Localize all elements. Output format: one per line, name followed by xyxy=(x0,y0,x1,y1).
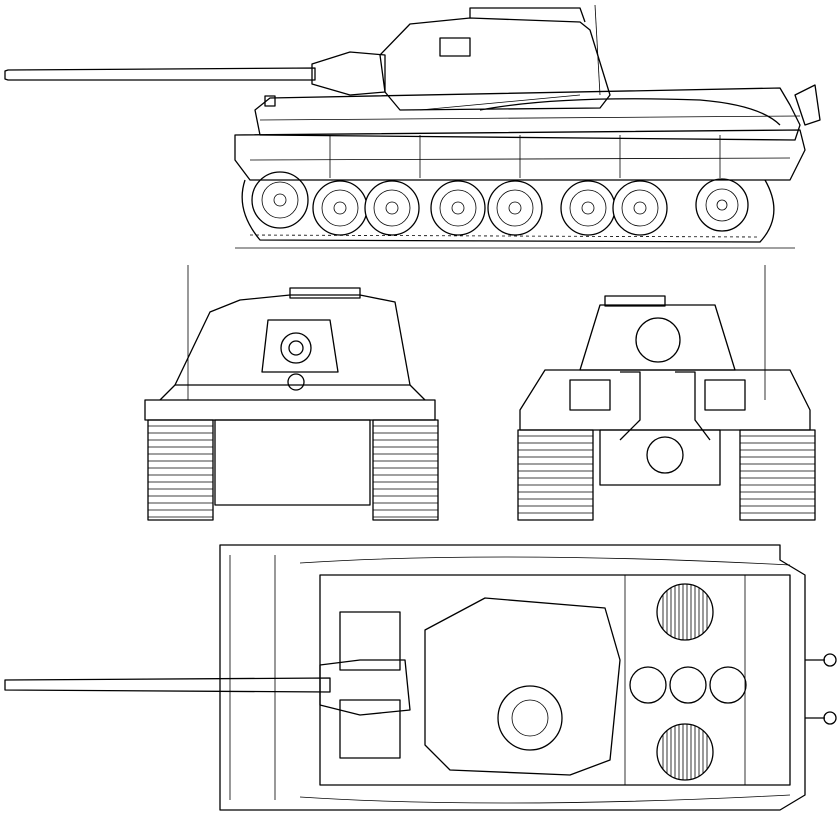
track-left xyxy=(517,429,594,521)
road-wheel xyxy=(364,180,420,236)
gun-barrel xyxy=(4,677,331,693)
fan-cover xyxy=(709,666,747,704)
side-view xyxy=(4,4,821,249)
track-left xyxy=(147,419,214,521)
cupola xyxy=(604,295,666,307)
turret-top xyxy=(424,597,621,776)
rear-view xyxy=(517,265,816,521)
front-hull xyxy=(144,399,436,421)
engine-deck xyxy=(319,574,791,786)
idler-wheel xyxy=(695,178,749,232)
turret-hatch xyxy=(439,37,471,57)
engine-grille xyxy=(656,723,714,781)
turret xyxy=(379,17,611,111)
rear-hatch-plate xyxy=(646,436,684,474)
track-right xyxy=(372,419,439,521)
track-treads xyxy=(148,425,438,518)
road-wheel xyxy=(430,180,486,236)
gun-barrel xyxy=(4,67,316,81)
lower-hull xyxy=(234,129,806,181)
gun-mantlet xyxy=(319,659,411,716)
upper-hull xyxy=(254,87,801,141)
rear-plate xyxy=(599,429,721,486)
engine-grille xyxy=(656,583,714,641)
antenna xyxy=(594,4,601,96)
front-turret xyxy=(174,294,411,386)
cupola xyxy=(469,7,586,23)
track-right xyxy=(739,429,816,521)
road-wheel xyxy=(312,180,368,236)
side-fenders xyxy=(299,556,791,804)
sprocket-wheel xyxy=(251,171,309,229)
rear-box xyxy=(569,379,611,411)
hull-brackets xyxy=(329,135,721,178)
road-wheels xyxy=(312,180,668,236)
gun-muzzle xyxy=(280,332,312,364)
rear-box xyxy=(704,379,746,411)
exhaust-pipes xyxy=(805,659,825,719)
fan-cover xyxy=(669,666,707,704)
mantlet xyxy=(261,319,339,373)
front-glacis xyxy=(214,419,371,506)
road-wheel xyxy=(487,180,543,236)
track xyxy=(241,179,775,243)
top-hull xyxy=(219,544,806,811)
radio-hatch xyxy=(339,699,401,759)
exhaust xyxy=(794,84,821,126)
track-treads xyxy=(518,435,815,514)
rear-turret xyxy=(579,304,736,371)
top-view xyxy=(4,544,837,811)
rear-hull xyxy=(519,369,811,431)
road-wheel xyxy=(560,180,616,236)
front-view xyxy=(144,265,439,521)
fan-cover xyxy=(629,666,667,704)
road-wheel xyxy=(612,180,668,236)
rear-hatch xyxy=(635,317,681,363)
driver-hatch xyxy=(339,611,401,671)
commander-cupola xyxy=(497,685,563,751)
cupola xyxy=(289,287,361,299)
headlight xyxy=(264,95,276,107)
tow-cable xyxy=(479,98,781,126)
gun-mantlet xyxy=(311,51,386,96)
